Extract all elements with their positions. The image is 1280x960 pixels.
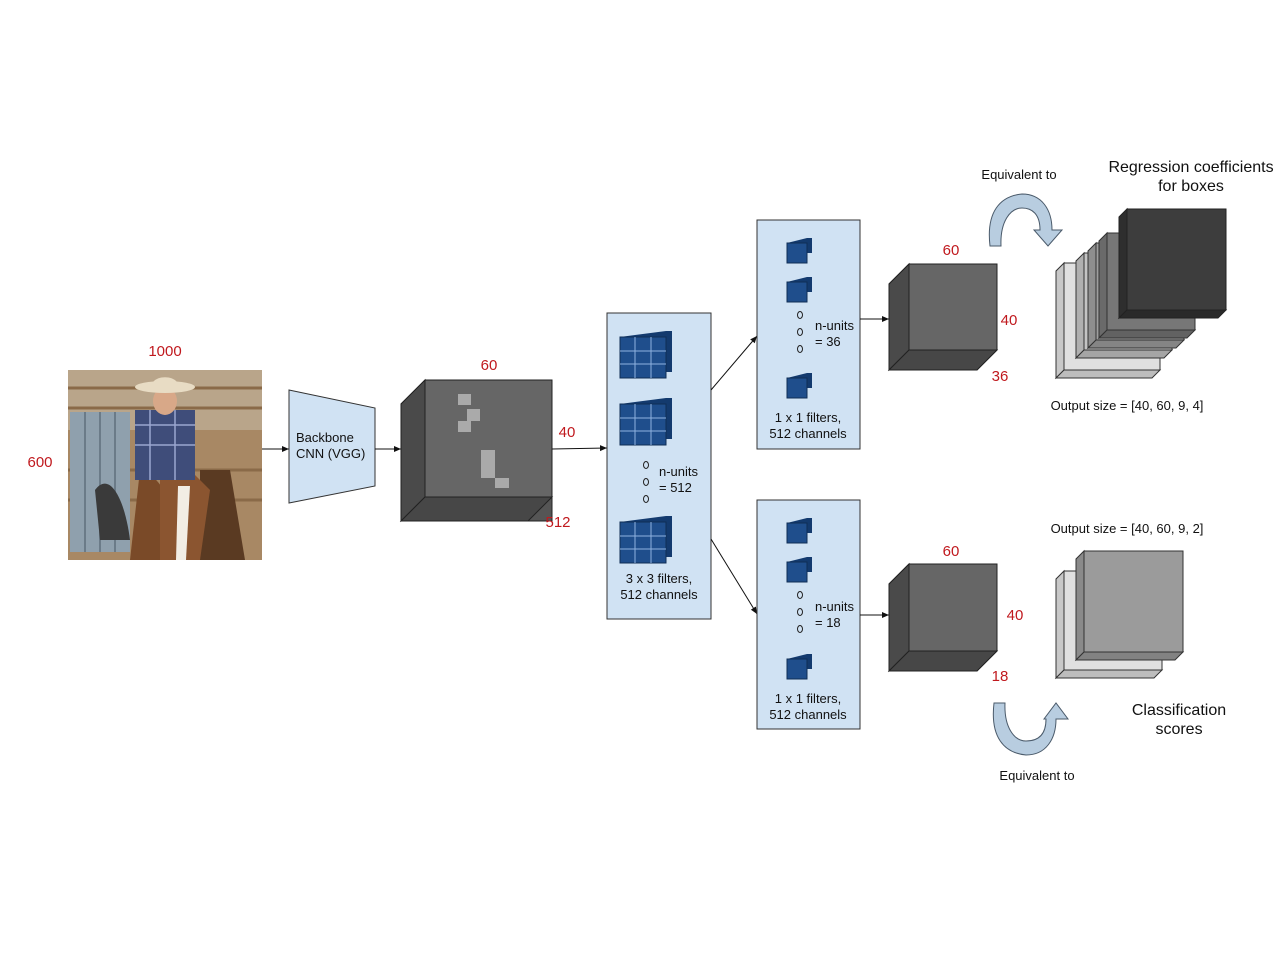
filter-1x1-icon xyxy=(786,654,812,680)
conv3x3-caption-line2: 512 channels xyxy=(620,587,698,602)
conv3x3-units-line1: n-units xyxy=(659,464,699,479)
ellipsis-dots-icon xyxy=(797,311,803,353)
filter-1x1-icon xyxy=(786,277,812,303)
feature-map-height-label: 40 xyxy=(559,424,576,441)
filter-3x3-icon xyxy=(619,516,672,564)
feature-map-width-label: 60 xyxy=(481,357,498,374)
filter-3x3-icon xyxy=(619,398,672,446)
cls-caption-line1: 1 x 1 filters, xyxy=(775,691,841,706)
arrow-feature-map-to-conv xyxy=(551,445,608,452)
equivalent-curved-arrow-icon xyxy=(992,702,1069,756)
ellipsis-dots-icon xyxy=(643,461,649,503)
reg-stacked-layers xyxy=(1054,207,1228,380)
feature-map-cube xyxy=(399,378,554,523)
conv3x3-caption-line1: 3 x 3 filters, xyxy=(626,571,692,586)
cls-title-line1: Classification xyxy=(1132,702,1226,719)
backbone-label-line2: CNN (VGG) xyxy=(296,446,365,461)
arrow-conv-to-reg-branch xyxy=(710,335,758,391)
cls-out-height-label: 40 xyxy=(1007,607,1024,624)
reg-out-height-label: 40 xyxy=(1001,312,1018,329)
reg-caption-line2: 512 channels xyxy=(769,426,847,441)
reg-caption-line1: 1 x 1 filters, xyxy=(775,410,841,425)
cls-1x1-panel xyxy=(756,499,861,730)
reg-out-width-label: 60 xyxy=(943,242,960,259)
reg-title-line1: Regression coefficients xyxy=(1108,159,1273,176)
ellipsis-dots-icon xyxy=(797,591,803,633)
input-width-label: 1000 xyxy=(148,343,181,360)
filter-1x1-icon xyxy=(786,557,812,583)
input-image xyxy=(68,370,262,560)
input-height-label: 600 xyxy=(27,454,52,471)
cls-units-line1: n-units xyxy=(815,599,855,614)
cls-caption-line2: 512 channels xyxy=(769,707,847,722)
reg-output-cube xyxy=(887,262,999,372)
cls-out-depth-label: 18 xyxy=(992,668,1009,685)
conv3x3-units-line2: = 512 xyxy=(659,480,692,495)
filter-1x1-icon xyxy=(786,518,812,544)
reg-units-line2: = 36 xyxy=(815,334,841,349)
arrow-conv-to-cls-branch xyxy=(710,538,758,615)
cls-equivalent-label: Equivalent to xyxy=(999,768,1074,783)
cls-stacked-layers xyxy=(1054,549,1185,680)
backbone-label-line1: Backbone xyxy=(296,430,354,445)
reg-equivalent-label: Equivalent to xyxy=(981,167,1056,182)
cls-output-size: Output size = [40, 60, 9, 2] xyxy=(1051,521,1204,536)
filter-1x1-icon xyxy=(786,238,812,264)
equivalent-curved-arrow-icon xyxy=(988,193,1064,247)
reg-units-line1: n-units xyxy=(815,318,855,333)
backbone-trapezoid xyxy=(288,389,376,504)
feature-map-depth-label: 512 xyxy=(545,514,570,531)
cls-output-cube xyxy=(887,562,999,673)
filter-3x3-icon xyxy=(619,331,672,379)
reg-1x1-panel xyxy=(756,219,861,450)
reg-out-depth-label: 36 xyxy=(992,368,1009,385)
reg-title-line2: for boxes xyxy=(1158,178,1224,195)
cls-units-line2: = 18 xyxy=(815,615,841,630)
filter-1x1-icon xyxy=(786,373,812,399)
cls-out-width-label: 60 xyxy=(943,543,960,560)
reg-output-size: Output size = [40, 60, 9, 4] xyxy=(1051,398,1204,413)
cls-title-line2: scores xyxy=(1155,721,1202,738)
